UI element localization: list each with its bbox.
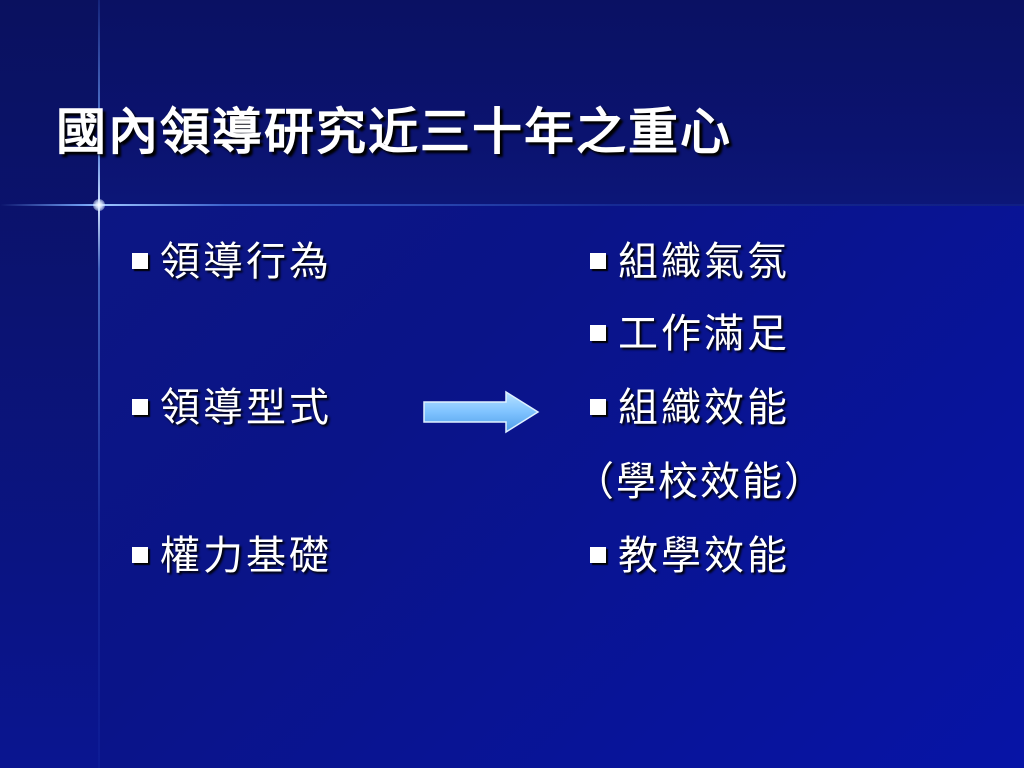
square-bullet-icon — [590, 325, 606, 341]
title-band — [0, 0, 1024, 206]
item-label: 組織效能 — [618, 385, 790, 431]
square-bullet-icon — [590, 399, 606, 415]
item-label: 組織氣氛 — [618, 239, 790, 285]
item-label: 領導行為 — [160, 239, 332, 285]
vertical-accent-line — [98, 0, 100, 768]
item-label: （學校效能） — [574, 459, 826, 505]
item-label: 權力基礎 — [160, 533, 332, 579]
right-arrow-icon — [423, 390, 540, 434]
left-item-leadership-style: 領導型式 — [132, 384, 332, 432]
square-bullet-icon — [590, 547, 606, 563]
left-item-leadership-behavior: 領導行為 — [132, 238, 332, 286]
left-band — [0, 0, 100, 768]
right-item-org-climate: 組織氣氛 — [590, 238, 790, 286]
item-label: 教學效能 — [618, 533, 790, 579]
square-bullet-icon — [132, 399, 148, 415]
right-item-job-satisfaction: 工作滿足 — [590, 310, 790, 358]
item-label: 工作滿足 — [618, 311, 790, 357]
right-item-org-effectiveness: 組織效能 — [590, 384, 790, 432]
left-item-power-base: 權力基礎 — [132, 532, 332, 580]
square-bullet-icon — [132, 547, 148, 563]
sparkle-icon — [93, 199, 105, 211]
square-bullet-icon — [590, 253, 606, 269]
square-bullet-icon — [132, 253, 148, 269]
horizontal-accent-line — [0, 204, 1024, 206]
right-item-school-effectiveness: （學校效能） — [574, 458, 826, 506]
right-item-teaching-effectiveness: 教學效能 — [590, 532, 790, 580]
item-label: 領導型式 — [160, 385, 332, 431]
slide-title: 國內領導研究近三十年之重心 — [56, 102, 732, 161]
